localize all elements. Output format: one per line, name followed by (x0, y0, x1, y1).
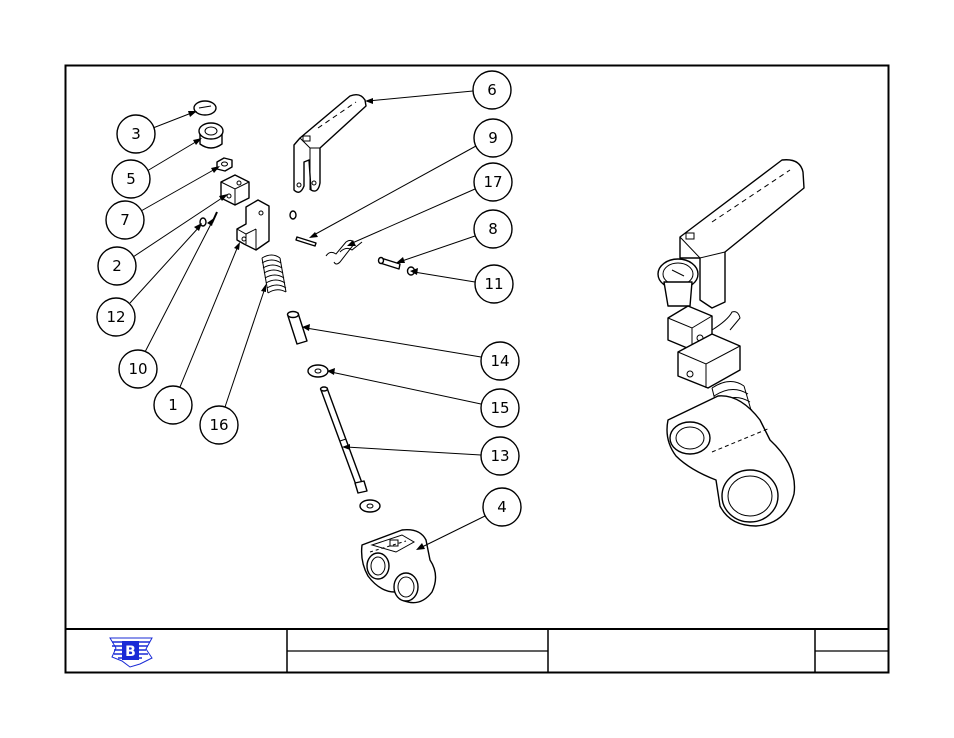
callout-4-label: 4 (497, 498, 507, 516)
part-small-ring (290, 211, 296, 219)
callout-8-label: 8 (488, 220, 498, 238)
part-5-gauge (199, 123, 223, 148)
callout-15-label: 15 (490, 399, 509, 417)
part-9-pin (296, 237, 316, 246)
callout-1: 1 (154, 242, 240, 424)
part-4-base-clamp (362, 530, 436, 603)
part-17-spring-clip (326, 240, 362, 264)
callout-4: 4 (416, 488, 521, 550)
callout-3-label: 3 (131, 125, 141, 143)
callout-16-label: 16 (209, 416, 228, 434)
callout-10: 10 (119, 218, 214, 388)
callout-6-label: 6 (487, 81, 497, 99)
part-8-pin (379, 258, 401, 270)
callout-10-label: 10 (128, 360, 147, 378)
callout-9-label: 9 (488, 129, 498, 147)
callout-17-label: 17 (483, 173, 502, 191)
part-15-washer (308, 365, 328, 377)
part-7-nut (217, 158, 232, 171)
callout-8: 8 (396, 210, 512, 263)
sheet-border (66, 66, 889, 673)
company-logo: B (110, 638, 152, 667)
part-3-cap (194, 101, 216, 115)
callout-14-label: 14 (490, 352, 509, 370)
part-13-bolt (321, 387, 368, 493)
part-2-block (221, 175, 249, 205)
callout-13: 13 (342, 437, 519, 475)
callout-6: 6 (365, 71, 511, 109)
callout-11: 11 (410, 265, 513, 303)
part-6-handle (294, 95, 366, 193)
callout-7-label: 7 (120, 211, 130, 229)
callout-5-label: 5 (126, 170, 136, 188)
callout-2-label: 2 (112, 257, 122, 275)
callout-16: 16 (200, 284, 266, 444)
part-1-bracket (237, 200, 269, 250)
assembled-view (658, 160, 804, 526)
callout-11-label: 11 (484, 275, 503, 293)
logo-letter: B (125, 644, 136, 660)
title-block (65, 629, 889, 672)
callout-13-label: 13 (490, 447, 509, 465)
callout-3: 3 (117, 111, 197, 153)
part-lower-washer (360, 500, 380, 512)
callout-1-label: 1 (168, 396, 178, 414)
callout-14: 14 (302, 324, 519, 380)
callout-12-label: 12 (106, 308, 125, 326)
